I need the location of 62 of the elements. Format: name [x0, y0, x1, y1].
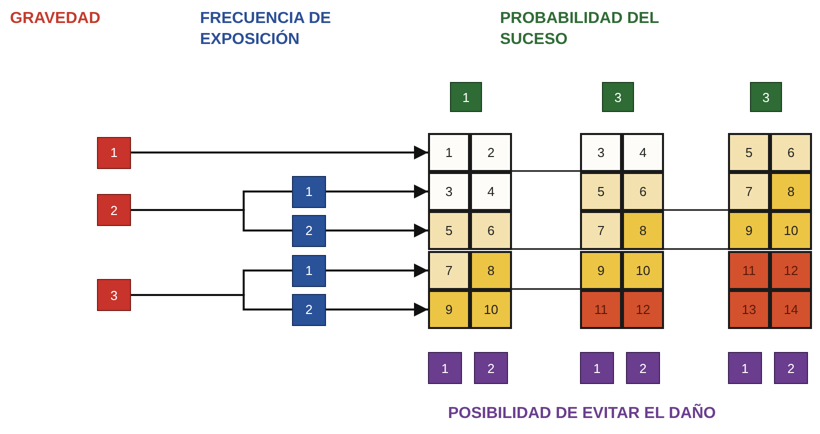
avoidance-box: 1 — [580, 352, 614, 384]
risk-cell: 3 — [580, 133, 622, 172]
risk-cell: 3 — [428, 172, 470, 211]
connector-line — [512, 288, 580, 290]
probability-box: 3 — [750, 82, 782, 112]
risk-cell: 8 — [470, 251, 512, 290]
arrow — [326, 184, 428, 198]
connector-line — [131, 294, 292, 310]
risk-cell: 12 — [770, 251, 812, 290]
risk-cell: 9 — [428, 290, 470, 329]
avoidance-box: 1 — [428, 352, 462, 384]
arrow — [326, 224, 428, 238]
axis-heading: FRECUENCIA DE EXPOSICIÓN — [200, 9, 332, 50]
risk-cell: 9 — [580, 251, 622, 290]
risk-cell: 7 — [728, 172, 770, 211]
probability-box: 3 — [602, 82, 634, 112]
risk-cell: 7 — [428, 251, 470, 290]
connector-line — [512, 170, 580, 172]
risk-cell: 5 — [580, 172, 622, 211]
frequency-box: 1 — [292, 254, 326, 286]
avoidance-box: 2 — [474, 352, 508, 384]
avoidance-box: 2 — [774, 352, 808, 384]
risk-cell: 8 — [770, 172, 812, 211]
severity-box: 3 — [97, 279, 131, 311]
risk-cell: 7 — [580, 211, 622, 250]
connector-line — [512, 248, 580, 250]
risk-cell: 10 — [470, 290, 512, 329]
arrow — [326, 264, 428, 278]
risk-cell: 11 — [580, 290, 622, 329]
risk-cell: 13 — [728, 290, 770, 329]
connector-line — [131, 209, 292, 232]
frequency-box: 2 — [292, 294, 326, 326]
axis-heading: POSIBILIDAD DE EVITAR EL DAÑO — [448, 403, 717, 424]
connector-line — [664, 209, 728, 211]
arrow — [326, 302, 428, 316]
risk-cell: 1 — [428, 133, 470, 172]
risk-cell: 14 — [770, 290, 812, 329]
frequency-box: 2 — [292, 214, 326, 246]
frequency-box: 1 — [292, 176, 326, 208]
risk-cell: 11 — [728, 251, 770, 290]
avoidance-box: 2 — [626, 352, 660, 384]
risk-cell: 10 — [622, 251, 664, 290]
risk-cell: 2 — [470, 133, 512, 172]
risk-cell: 4 — [622, 133, 664, 172]
risk-cell: 8 — [622, 211, 664, 250]
risk-cell: 10 — [770, 211, 812, 250]
risk-cell: 4 — [470, 172, 512, 211]
severity-box: 2 — [97, 194, 131, 226]
risk-cell: 6 — [622, 172, 664, 211]
severity-box: 1 — [97, 136, 131, 168]
axis-heading: GRAVEDAD — [10, 9, 102, 29]
risk-cell: 6 — [470, 211, 512, 250]
arrow — [131, 146, 428, 160]
risk-cell: 5 — [428, 211, 470, 250]
avoidance-box: 1 — [728, 352, 762, 384]
risk-cell: 6 — [770, 133, 812, 172]
connector-line — [664, 248, 728, 250]
risk-cell: 9 — [728, 211, 770, 250]
risk-cell: 12 — [622, 290, 664, 329]
probability-box: 1 — [450, 82, 482, 112]
axis-heading: PROBABILIDAD DEL SUCESO — [500, 9, 660, 50]
risk-cell: 5 — [728, 133, 770, 172]
